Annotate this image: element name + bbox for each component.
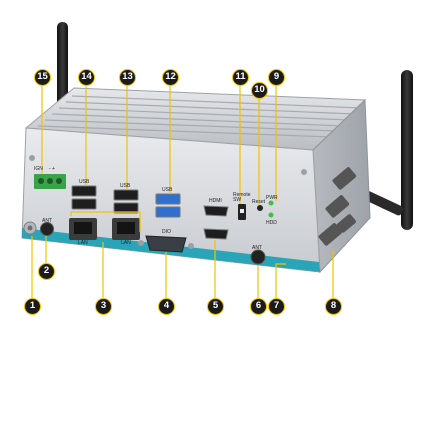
callout-4: 4 <box>158 298 175 315</box>
label-ign: IGN <box>34 166 43 172</box>
callout-11: 11 <box>232 69 249 86</box>
label-remote-sw: Remote SW <box>233 192 251 203</box>
label-ign-polarity: - + <box>49 166 55 172</box>
usb-stack-mid <box>113 189 139 214</box>
antenna-right <box>362 70 413 230</box>
ant-connector-right <box>250 249 266 265</box>
callout-13: 13 <box>119 69 136 86</box>
label-ant-right: ANT <box>252 245 262 251</box>
reset-button <box>257 205 263 211</box>
label-usb-mid: USB <box>120 183 131 189</box>
callout-14: 14 <box>78 69 95 86</box>
label-lan-1: LAN <box>78 240 88 246</box>
usb3-stack <box>155 193 181 218</box>
label-pwr: PWR <box>266 195 278 201</box>
dio-connector <box>138 235 194 253</box>
leader-lines <box>31 86 334 298</box>
callout-5: 5 <box>207 298 224 315</box>
label-hdd: HDD <box>266 220 277 226</box>
callout-3: 3 <box>95 298 112 315</box>
label-ant-left: ANT <box>42 218 52 224</box>
hdmi-ports <box>203 205 229 240</box>
lan-ports <box>69 218 140 240</box>
ign-terminal-block <box>34 174 66 189</box>
label-lan-2: LAN <box>121 240 131 246</box>
side-serial-ports <box>318 167 357 246</box>
label-usb-blue: USB <box>162 187 173 193</box>
callout-7: 7 <box>268 298 285 315</box>
remote-switch <box>238 204 246 220</box>
callout-10: 10 <box>251 82 268 99</box>
callout-12: 12 <box>162 69 179 86</box>
callout-8: 8 <box>325 298 342 315</box>
usb-stack-left <box>71 185 97 210</box>
callout-15: 15 <box>34 69 51 86</box>
callout-2: 2 <box>38 263 55 280</box>
callout-9: 9 <box>268 69 285 86</box>
ground-screw <box>23 221 37 235</box>
label-usb-left: USB <box>79 179 90 185</box>
callout-6: 6 <box>250 298 267 315</box>
status-leds <box>268 200 274 218</box>
label-reset: Reset <box>252 199 266 205</box>
ant-connector-left <box>40 222 54 236</box>
chassis-top <box>24 87 367 151</box>
label-dio: DIO <box>162 229 171 235</box>
label-hdmi: HDMI <box>209 198 222 204</box>
callout-1: 1 <box>24 298 41 315</box>
